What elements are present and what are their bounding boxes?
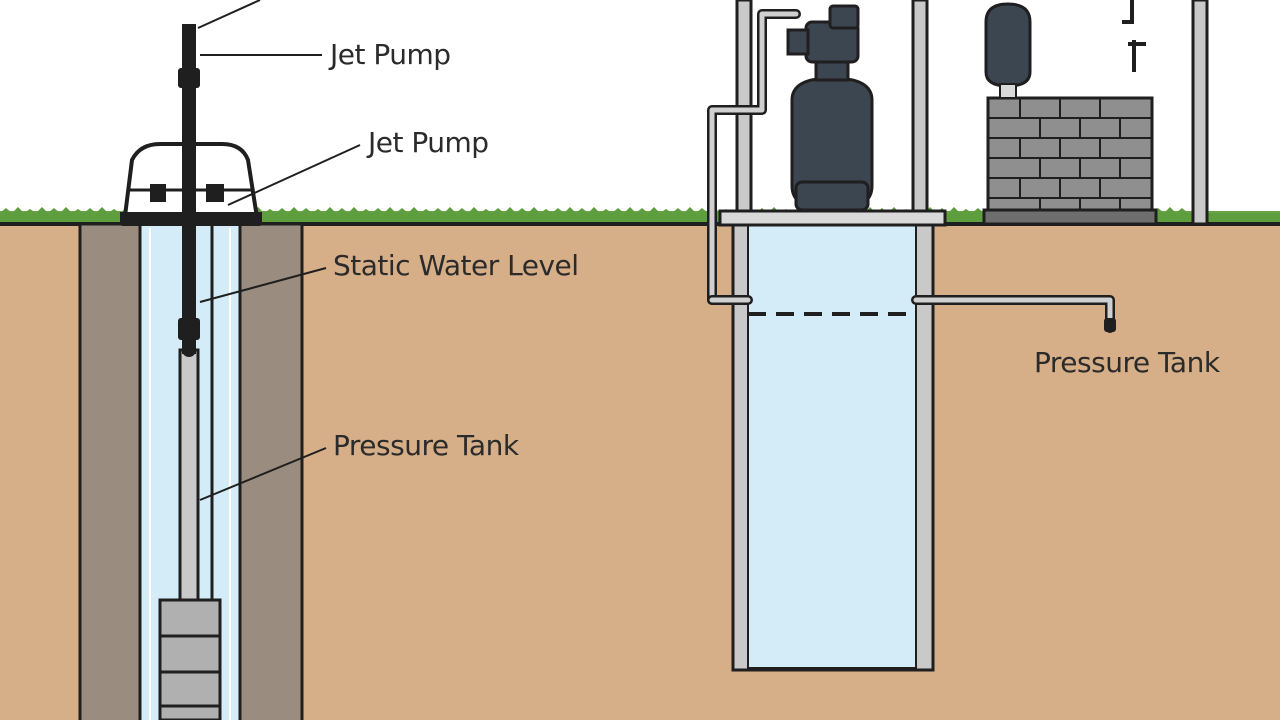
label-jet-pump-top: Jet Pump [330,38,451,71]
right-platform [718,209,947,227]
label-jet-pump-mid: Jet Pump [368,126,489,159]
brick-enclosure [982,96,1158,226]
grass-strip [0,207,1280,224]
label-pressure-tank-left: Pressure Tank [333,429,519,462]
faucet [1122,0,1146,72]
submersible-pump [158,598,222,720]
small-tank [984,2,1032,99]
right-well [707,0,1209,672]
leader-lines [197,0,361,501]
left-drop-pipe [178,348,200,607]
label-pressure-tank-right: Pressure Tank [1034,346,1220,379]
left-well [78,24,304,720]
label-static-water-level: Static Water Level [333,249,579,282]
pressure-tank [786,4,874,212]
left-riser-pipe [182,24,196,354]
right-well-water [747,223,917,669]
